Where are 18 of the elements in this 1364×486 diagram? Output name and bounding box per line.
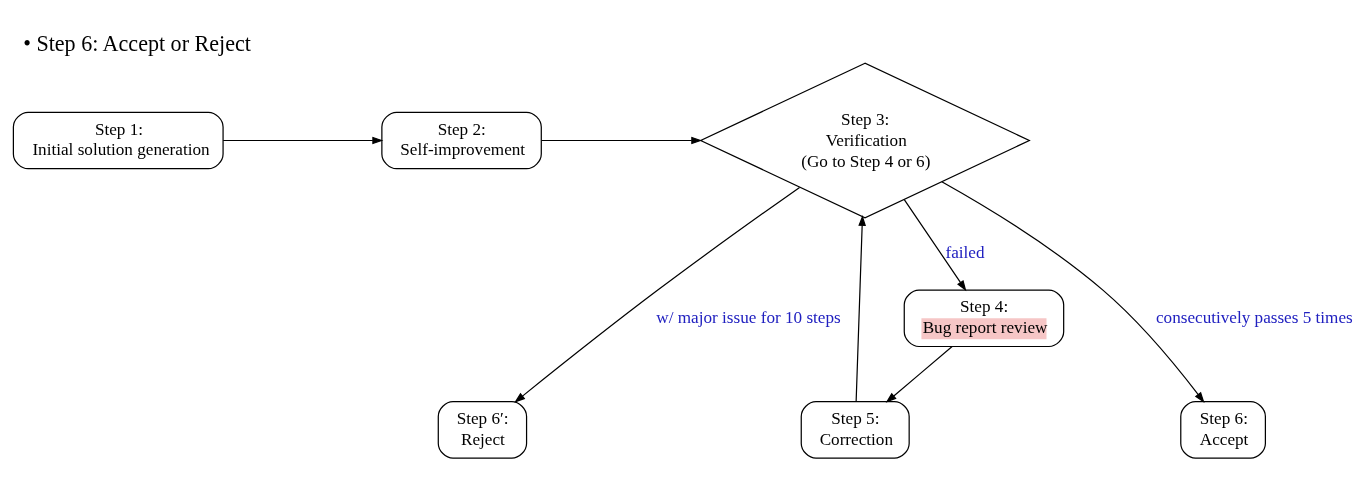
- node-box: Step 5: Correction: [800, 400, 910, 459]
- node-box: Step 2: Self-improvement: [381, 111, 542, 169]
- arrow: [222, 136, 384, 144]
- edge-label: failed: [945, 242, 985, 262]
- arrow: [514, 186, 801, 403]
- node-box: Step 1: Initial solution generation: [12, 111, 224, 169]
- node-box: Step 6: Accept: [1180, 400, 1266, 459]
- node-diamond: Step 3: Verification (Go to Step 4 or 6): [699, 62, 1031, 218]
- arrow: [885, 345, 953, 403]
- arrow: [540, 136, 703, 144]
- diagram-title: • Step 6: Accept or Reject: [23, 30, 251, 56]
- edge-label: consecutively passes 5 times: [1155, 307, 1353, 327]
- edge-label: w/ major issue for 10 steps: [656, 307, 841, 327]
- arrow: [855, 214, 866, 402]
- arrow: [941, 180, 1205, 403]
- arrow: [903, 198, 967, 291]
- node-box: Step 4: Bug report review: [903, 289, 1065, 347]
- node-box: Step 6′: Reject: [437, 400, 528, 459]
